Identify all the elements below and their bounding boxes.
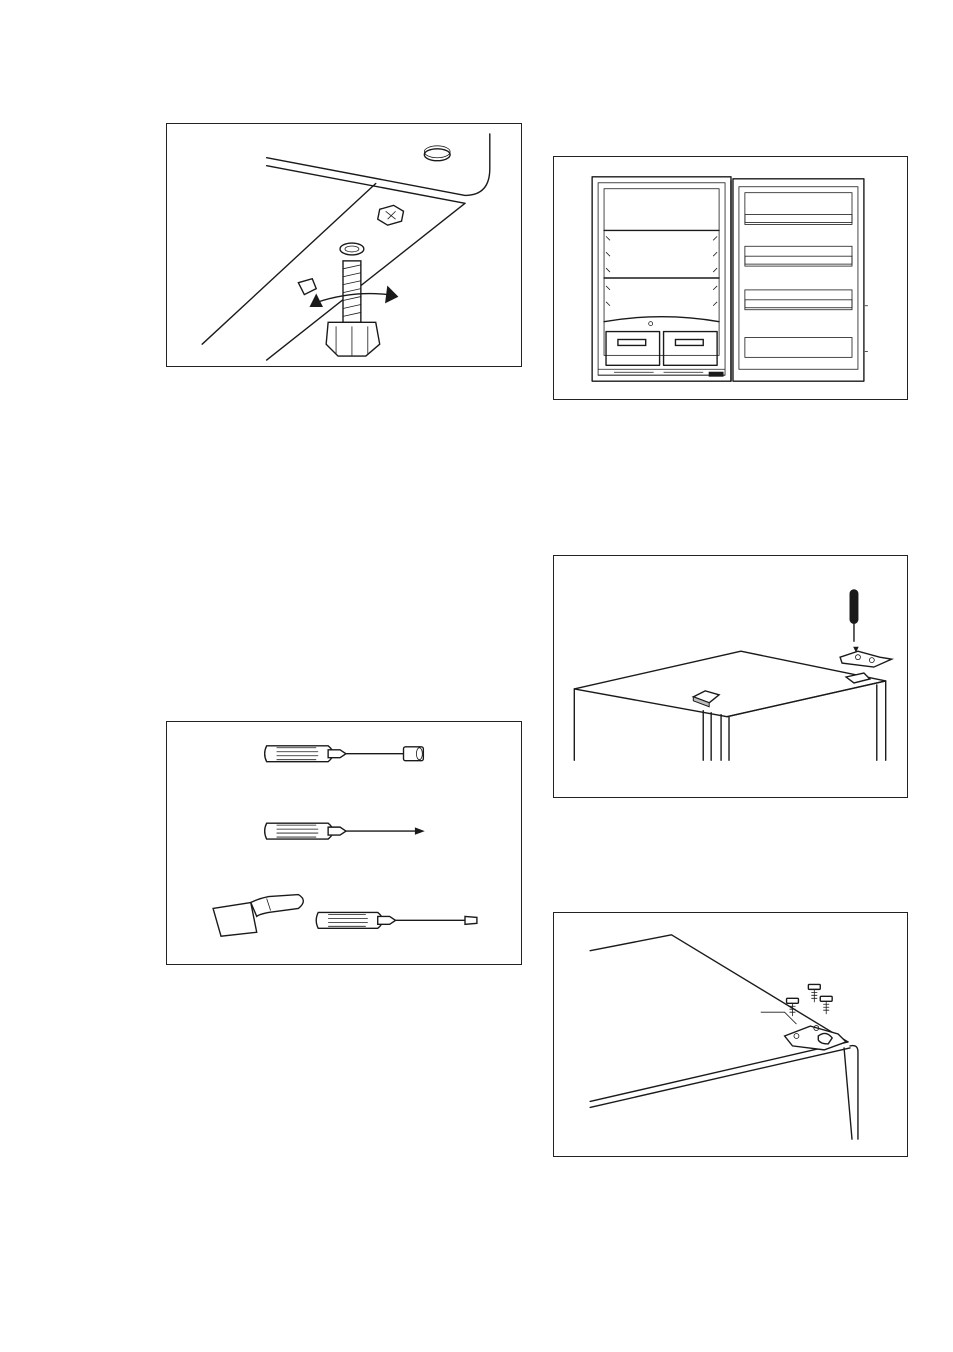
open-refrigerator-icon <box>554 157 907 399</box>
open-fridge-figure <box>553 156 908 400</box>
hinge-screws-figure <box>553 912 908 1157</box>
screw-3 <box>820 996 832 1014</box>
adjustable-foot-icon <box>167 124 521 366</box>
top-hinge-cover-figure <box>553 555 908 798</box>
screw-2 <box>808 984 820 1002</box>
screw-1 <box>787 998 799 1016</box>
required-tools-icon <box>167 722 521 964</box>
required-tools-figure <box>166 721 522 965</box>
top-hinge-cover-icon <box>554 556 907 797</box>
hinge-screws-icon <box>554 913 907 1156</box>
adjustable-foot-figure <box>166 123 522 367</box>
